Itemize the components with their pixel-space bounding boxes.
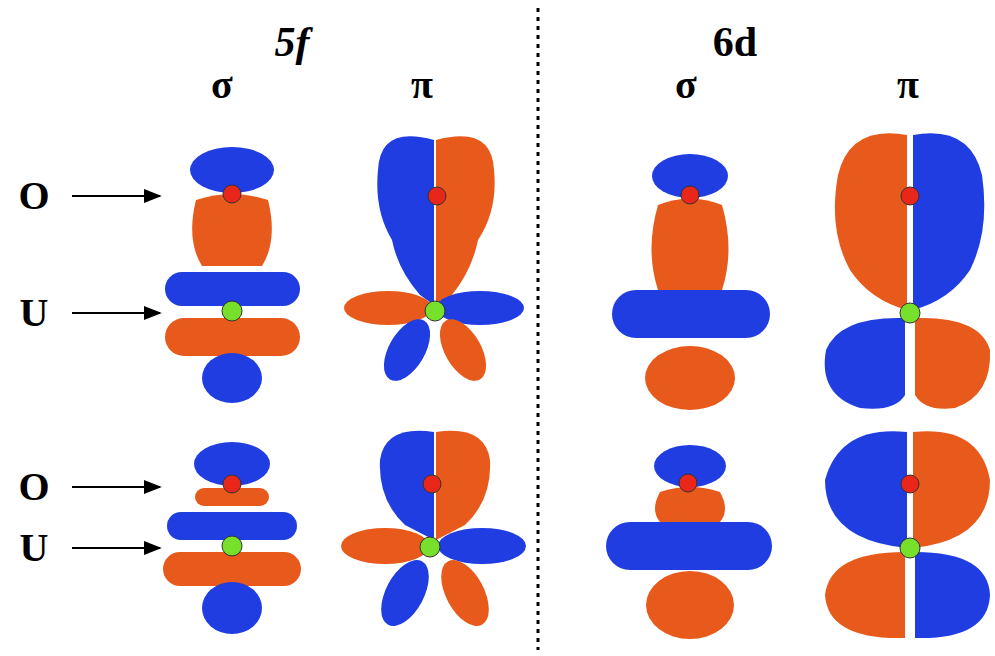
- d-sigma-bottom: [606, 445, 772, 639]
- column-heading: 5f: [275, 21, 310, 63]
- f-pi-bottom: [341, 431, 526, 634]
- d-sigma-top: [612, 154, 770, 410]
- bond-type: σ: [211, 65, 233, 105]
- bond-type: π: [411, 65, 433, 105]
- bond-type: π: [897, 65, 919, 105]
- divider: [537, 8, 540, 650]
- f-sigma-top: [165, 147, 300, 403]
- f-pi-top: [344, 136, 524, 388]
- bond-type: σ: [675, 65, 697, 105]
- atom-label: O: [18, 467, 49, 507]
- atoms: [222, 185, 920, 558]
- d-pi-top: [825, 133, 990, 408]
- atom-label: O: [18, 176, 49, 216]
- atom-label: U: [20, 528, 49, 568]
- f-sigma-bottom: [163, 442, 301, 634]
- atom-label: U: [20, 293, 49, 333]
- leader-arrows: [72, 196, 160, 548]
- column-heading: 6d: [713, 21, 757, 63]
- d-pi-bottom: [825, 431, 990, 638]
